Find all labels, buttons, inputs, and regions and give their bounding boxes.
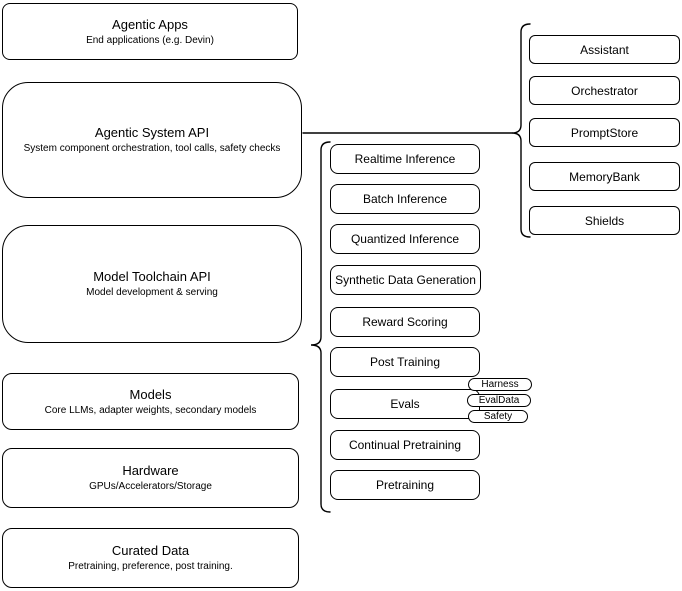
node-label: Synthetic Data Generation — [335, 273, 476, 287]
node-synthetic-data-generation: Synthetic Data Generation — [330, 265, 481, 295]
node-title: Hardware — [122, 463, 179, 478]
node-label: Pretraining — [375, 478, 435, 492]
node-hardware: Hardware GPUs/Accelerators/Storage — [2, 448, 299, 508]
node-pretraining: Pretraining — [330, 470, 480, 500]
badge-safety: Safety — [468, 410, 528, 423]
node-post-training: Post Training — [330, 347, 480, 377]
node-label: Evals — [390, 397, 420, 411]
brace-toolchain-components — [310, 141, 331, 513]
node-memorybank: MemoryBank — [529, 162, 680, 191]
node-subtitle: Model development & serving — [86, 287, 218, 298]
node-subtitle: Core LLMs, adapter weights, secondary mo… — [44, 404, 257, 416]
node-orchestrator: Orchestrator — [529, 76, 680, 105]
node-subtitle: Pretraining, preference, post training. — [68, 561, 233, 572]
node-quantized-inference: Quantized Inference — [330, 224, 480, 254]
node-subtitle: System component orchestration, tool cal… — [23, 143, 281, 154]
node-label: PromptStore — [570, 125, 639, 140]
node-shields: Shields — [529, 206, 680, 235]
node-title: Models — [129, 386, 172, 402]
node-label: Orchestrator — [571, 83, 638, 98]
node-label: Continual Pretraining — [348, 438, 462, 452]
badge-label: Safety — [483, 410, 513, 422]
node-curated-data: Curated Data Pretraining, preference, po… — [2, 528, 299, 588]
node-title: Agentic System API — [94, 125, 210, 140]
node-title: Model Toolchain API — [93, 269, 211, 284]
node-reward-scoring: Reward Scoring — [330, 307, 480, 337]
node-title: Curated Data — [111, 543, 190, 558]
node-promptstore: PromptStore — [529, 118, 680, 147]
node-title: Agentic Apps — [112, 16, 188, 32]
brace-agentic-components — [511, 23, 531, 238]
node-realtime-inference: Realtime Inference — [330, 144, 480, 174]
node-label: Shields — [584, 213, 625, 228]
node-assistant: Assistant — [529, 35, 680, 64]
node-models: Models Core LLMs, adapter weights, secon… — [2, 373, 299, 430]
badge-harness: Harness — [468, 378, 532, 391]
badge-label: Harness — [481, 378, 519, 390]
badge-label: EvalData — [478, 394, 520, 406]
node-batch-inference: Batch Inference — [330, 184, 480, 214]
node-subtitle: End applications (e.g. Devin) — [86, 34, 214, 46]
node-evals: Evals — [330, 389, 480, 419]
node-subtitle: GPUs/Accelerators/Storage — [89, 481, 212, 492]
node-label: Reward Scoring — [362, 315, 448, 329]
node-agentic-apps: Agentic Apps End applications (e.g. Devi… — [2, 3, 298, 60]
node-label: Batch Inference — [362, 192, 448, 206]
node-label: MemoryBank — [569, 169, 640, 184]
badge-evaldata: EvalData — [467, 394, 531, 407]
node-label: Realtime Inference — [354, 152, 456, 166]
node-continual-pretraining: Continual Pretraining — [330, 430, 480, 460]
node-label: Assistant — [580, 42, 629, 57]
node-model-toolchain-api: Model Toolchain API Model development & … — [2, 225, 302, 343]
node-label: Quantized Inference — [350, 232, 460, 246]
node-label: Post Training — [369, 355, 441, 369]
node-agentic-system-api: Agentic System API System component orch… — [2, 82, 302, 198]
